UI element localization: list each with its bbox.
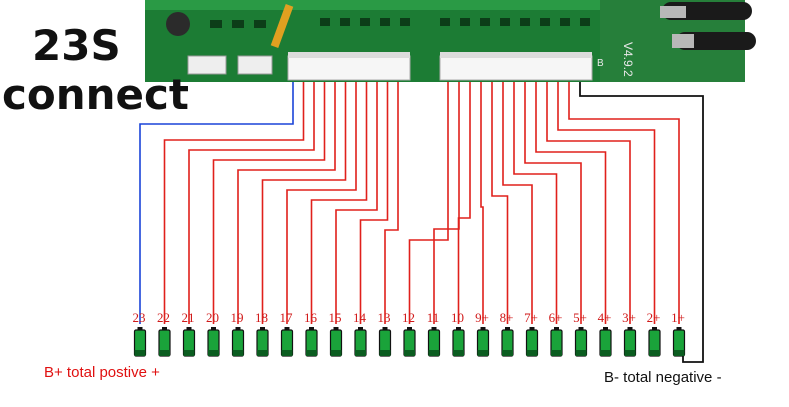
battery-cell: 2+ [647,310,661,357]
b-minus-label: B- total negative - [604,369,722,386]
balance-wire [535,82,607,324]
cell-number-label: 23 [133,310,146,325]
battery-cell: 22 [157,310,171,357]
balance-wire [557,82,656,324]
balance-wire [546,82,631,324]
battery-cell: 9+ [475,310,490,357]
cell-number-label: 14 [353,310,367,325]
cell-number-label: 10 [451,310,464,325]
cell-number-label: 2+ [647,310,661,325]
title-connect: connect [2,70,190,119]
b-plus-wire [139,82,294,324]
cell-number-label: 7+ [524,310,538,325]
balance-wire [237,82,336,324]
cell-number-label: 21 [182,310,195,325]
battery-cell: 12 [402,310,416,357]
balance-wire [433,82,460,324]
balance-wire [457,82,471,324]
balance-wire [335,82,378,324]
battery-cell: 17 [280,310,294,357]
capacitor [166,12,190,36]
battery-cell: 8+ [500,310,514,357]
cell-number-label: 13 [378,310,391,325]
battery-cell: 5+ [573,310,588,357]
board-rev-text: V4.9.2 [621,42,635,77]
cell-number-label: 5+ [573,310,587,325]
power-cable [676,32,756,50]
cell-number-label: 18 [255,310,268,325]
connector-mark-text: B [597,58,604,69]
title-series-count: 23S [32,21,121,70]
cell-number-label: 17 [280,310,294,325]
balance-wire [568,82,680,324]
b-minus-wire [579,82,704,363]
cell-number-label: 9+ [475,310,489,325]
balance-wire [491,82,509,324]
battery-cell: 18 [255,310,269,357]
cell-number-label: 16 [304,310,318,325]
balance-wire [384,82,399,324]
balance-wire [310,82,368,324]
battery-cell: 6+ [549,310,563,357]
battery-cell: 7+ [524,310,539,357]
balance-wire [286,82,357,324]
pcb-board: V4.9.2 B [145,0,756,82]
battery-cell: 13 [378,310,392,357]
cell-number-label: 4+ [598,310,612,325]
cell-number-label: 6+ [549,310,563,325]
battery-cell: 10 [451,310,465,357]
balance-wire [480,82,484,324]
cell-number-label: 22 [157,310,170,325]
balance-wire [212,82,326,324]
balance-connector-right [439,55,593,81]
battery-cell: 14 [353,310,367,357]
battery-cell: 21 [182,310,196,357]
battery-cell: 11 [427,310,441,357]
battery-cell: 20 [206,310,220,357]
cell-number-label: 15 [329,310,342,325]
b-plus-label: B+ total postive + [44,364,160,381]
battery-cell: 23 [133,310,147,357]
battery-cell: 1+ [671,310,686,357]
balance-wire [524,82,582,324]
balance-connector-left [287,55,411,81]
cell-number-label: 11 [427,310,440,325]
balance-wire [513,82,558,324]
balance-wire [188,82,315,324]
cell-number-label: 1+ [671,310,685,325]
small-connector [187,55,227,75]
cell-number-label: 3+ [622,310,636,325]
small-connector [237,55,273,75]
cell-number-label: 20 [206,310,219,325]
cell-number-label: 12 [402,310,415,325]
battery-cell: 15 [329,310,343,357]
cell-row: 23 22 21 20 19 18 17 16 15 14 13 12 11 10 9+ 8+ 7+ 6+ 5+ 4+… [133,310,686,357]
balance-wire [359,82,389,324]
battery-cell: 4+ [598,310,612,357]
battery-cell: 16 [304,310,318,357]
wires [139,82,704,363]
battery-cell: 19 [231,310,245,357]
balance-wire [502,82,533,324]
balance-wire [408,82,449,324]
battery-cell: 3+ [622,310,637,357]
balance-wire [261,82,347,324]
balance-wire [163,82,305,324]
cell-number-label: 19 [231,310,244,325]
cell-number-label: 8+ [500,310,514,325]
